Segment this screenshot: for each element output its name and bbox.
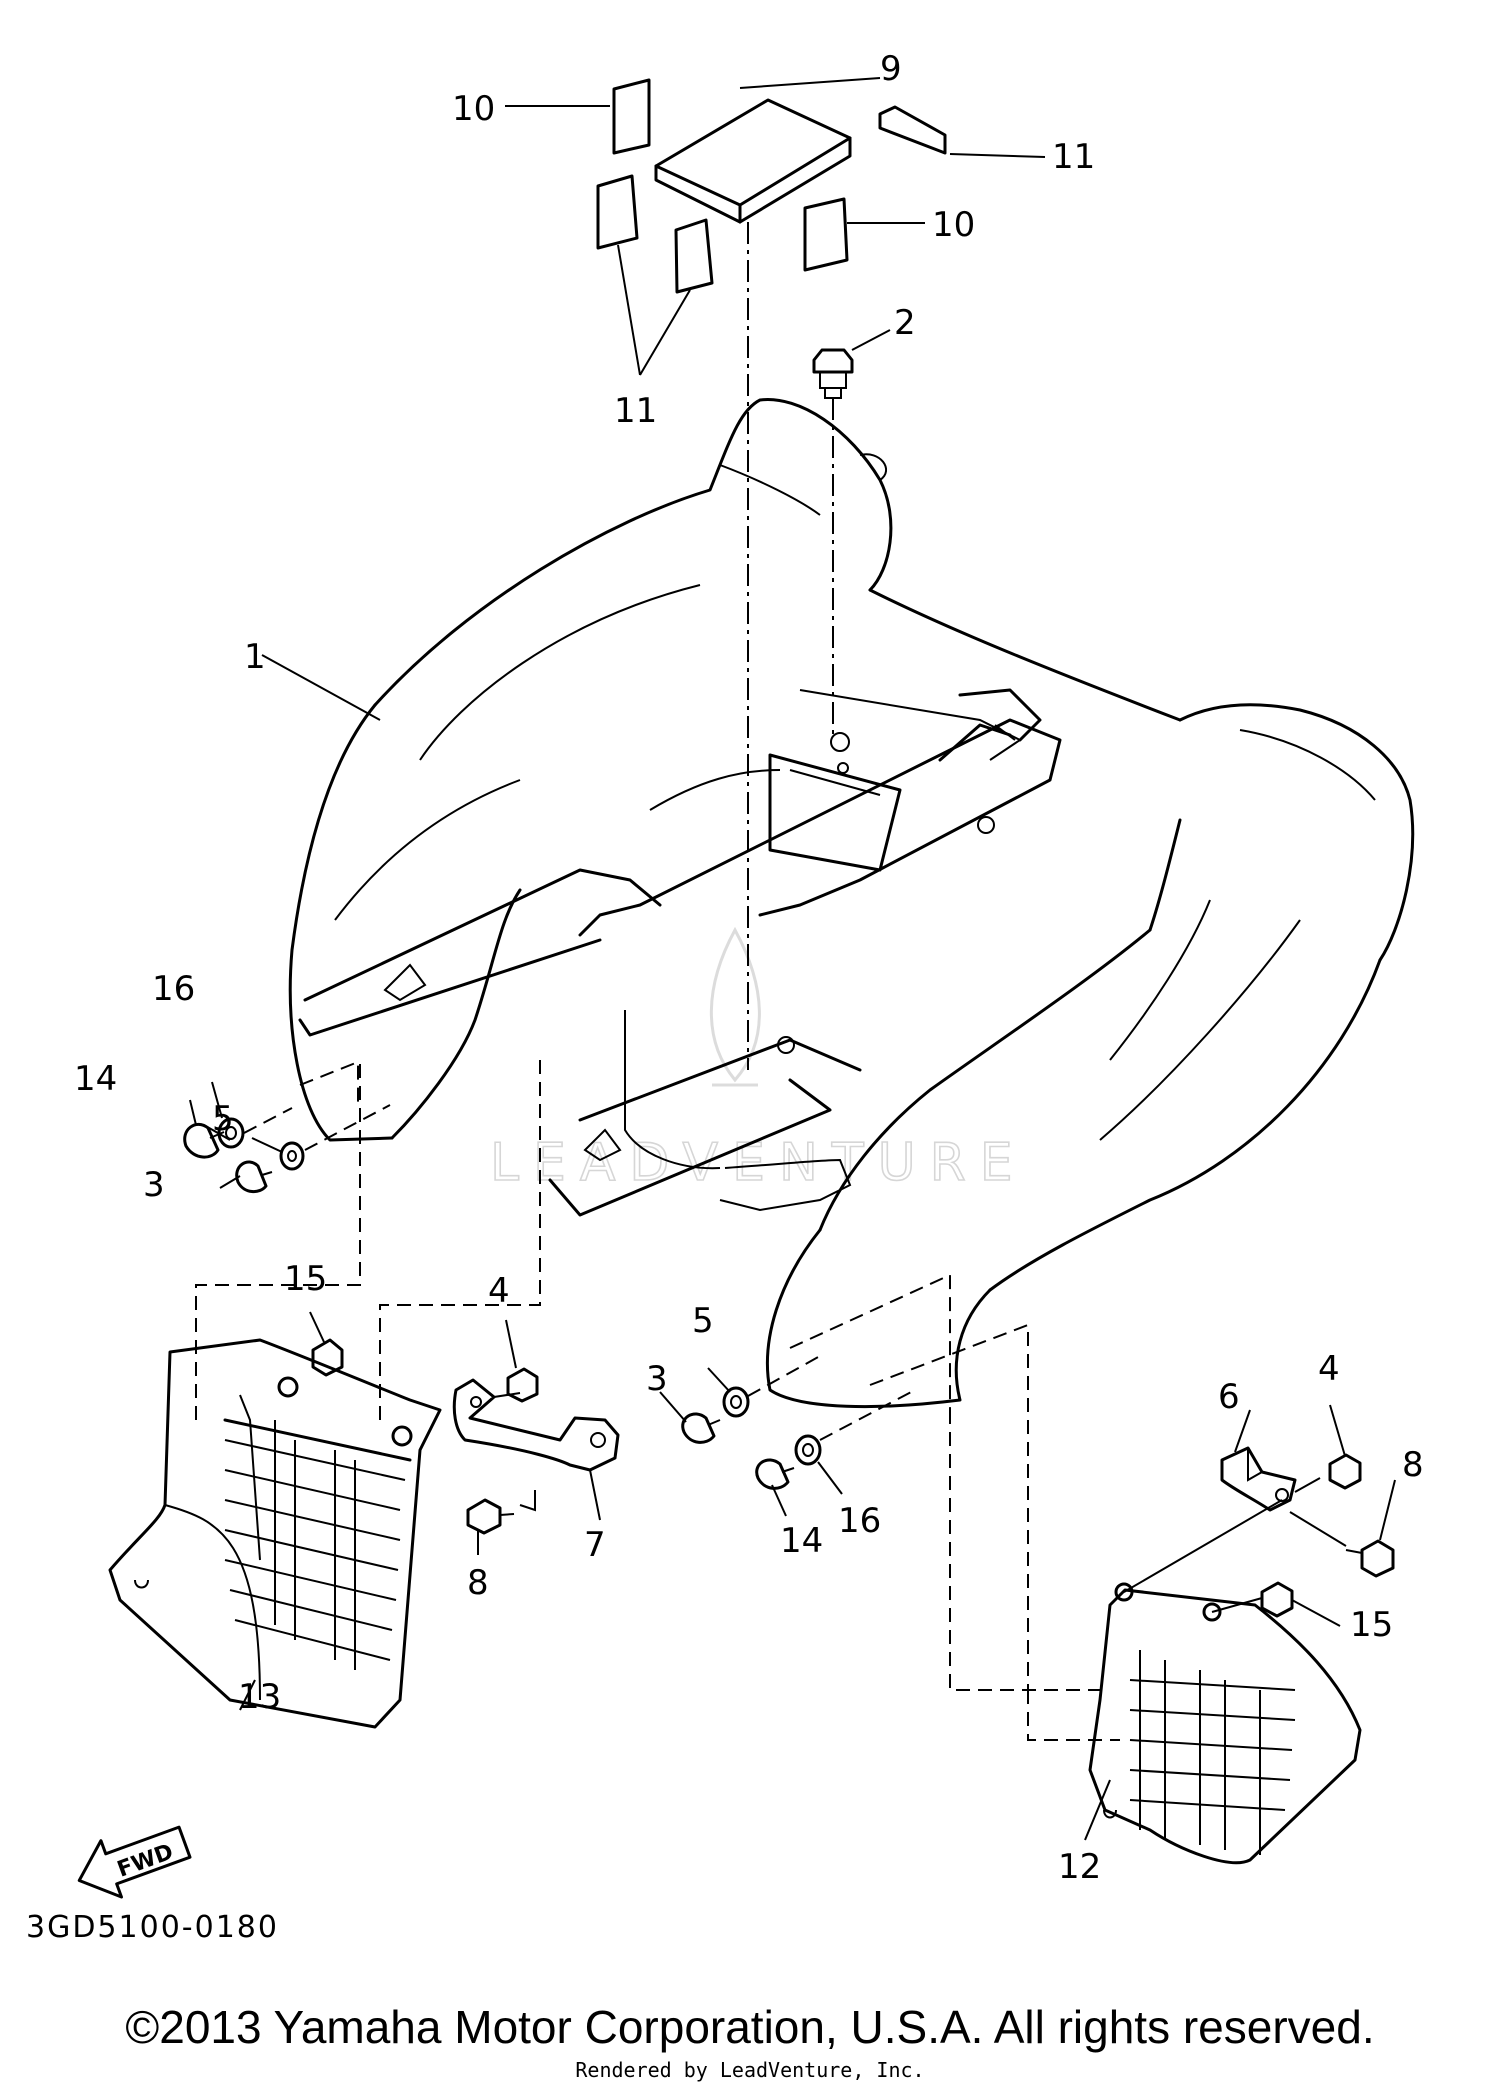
callout-10: 10 <box>452 89 495 129</box>
screw-part-3-left <box>235 1160 273 1193</box>
bolt-part-8-left <box>466 1498 515 1535</box>
bolt-part-2 <box>812 348 854 399</box>
callout-9: 9 <box>880 49 902 89</box>
pad-part-10-right <box>803 197 849 272</box>
callout-4: 4 <box>1318 1349 1340 1389</box>
callout-12: 12 <box>1058 1847 1101 1887</box>
washer-part-5-center <box>722 1386 750 1418</box>
callout-10: 10 <box>932 205 975 245</box>
bracket-part-6 <box>1220 1446 1297 1512</box>
rear-fender <box>288 398 1415 1409</box>
mudguard-part-12 <box>1088 1582 1362 1865</box>
nut-part-4-right <box>1328 1453 1362 1490</box>
callout-2: 2 <box>894 303 916 343</box>
callout-14: 14 <box>780 1521 823 1561</box>
callout-15: 15 <box>284 1259 327 1299</box>
pad-part-11-b <box>674 218 714 294</box>
bolt-part-8-right <box>1345 1539 1395 1578</box>
pad-part-11-right <box>878 105 947 155</box>
callout-11: 11 <box>614 391 657 431</box>
rendered-by-note: Rendered by LeadVenture, Inc. <box>575 2058 925 2082</box>
pad-part-11-a <box>596 174 639 250</box>
callout-5: 5 <box>692 1301 714 1341</box>
nut-part-15-left <box>311 1338 344 1377</box>
watermark-text: LEADVENTURE <box>490 1133 1027 1193</box>
callout-15: 15 <box>1350 1605 1393 1645</box>
callout-3: 3 <box>646 1359 668 1399</box>
copyright-notice: ©2013 Yamaha Motor Corporation, U.S.A. A… <box>125 2001 1375 2053</box>
callout-8: 8 <box>467 1563 489 1603</box>
diagram-code: 3GD5100-0180 <box>26 1910 279 1945</box>
pad-part-9 <box>654 98 852 224</box>
callout-5: 5 <box>212 1099 234 1139</box>
washer-part-5-left <box>279 1141 305 1171</box>
callout-1: 1 <box>244 637 266 677</box>
callout-7: 7 <box>584 1525 606 1565</box>
callout-11: 11 <box>1052 137 1095 177</box>
nut-part-4-left <box>506 1367 539 1403</box>
fwd-arrow-icon: FWD <box>77 1825 192 1899</box>
mudguard-part-13 <box>108 1338 442 1729</box>
bracket-part-7 <box>452 1378 620 1472</box>
screw-part-3-center <box>681 1412 721 1444</box>
washer-part-16-center <box>794 1434 822 1466</box>
callout-4: 4 <box>488 1271 510 1311</box>
screw-part-14-left <box>183 1122 225 1159</box>
watermark-logo <box>709 926 761 1087</box>
callout-16: 16 <box>152 969 195 1009</box>
callout-14: 14 <box>74 1059 117 1099</box>
pad-part-10-top <box>612 78 651 155</box>
nut-part-15-right <box>1260 1581 1294 1618</box>
callout-8: 8 <box>1402 1445 1424 1485</box>
callout-6: 6 <box>1218 1377 1240 1417</box>
callout-13: 13 <box>238 1677 281 1717</box>
screw-part-14-center <box>755 1458 795 1490</box>
callout-16: 16 <box>838 1501 881 1541</box>
callout-3: 3 <box>143 1165 165 1205</box>
